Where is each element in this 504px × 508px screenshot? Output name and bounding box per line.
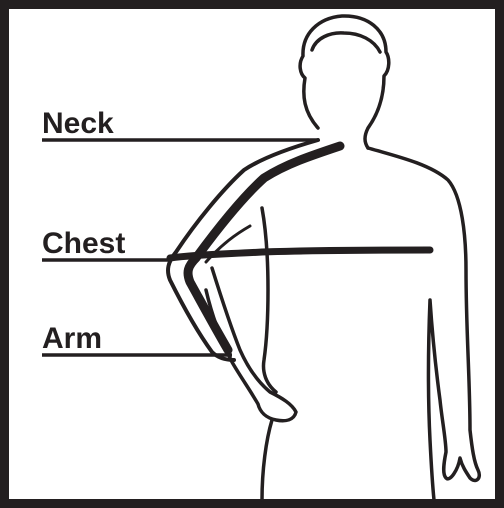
arm-label: Arm [42, 322, 102, 355]
arm-outline [206, 268, 296, 421]
torso-left-outline [262, 208, 276, 392]
hip-left-outline [262, 420, 272, 500]
torso-right-outline [368, 148, 479, 500]
chest-label: Chest [42, 227, 125, 260]
neck-label: Neck [42, 107, 114, 140]
hair-outline [312, 33, 380, 52]
head-outline [300, 16, 389, 148]
